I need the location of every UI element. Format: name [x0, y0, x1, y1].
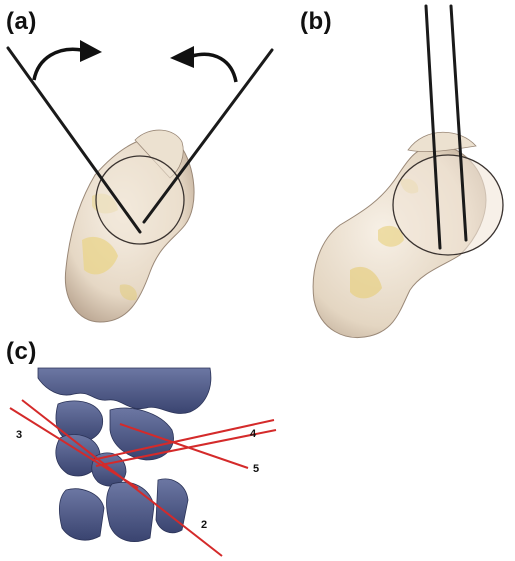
rotation-arrow-left [34, 49, 82, 80]
rotation-arrow-right [192, 54, 236, 82]
line-label-3: 3 [16, 429, 22, 441]
line-label-4: 4 [250, 428, 257, 440]
line-label-5: 5 [253, 463, 259, 475]
panel-c-illustration: 2 3 4 5 [0, 360, 290, 560]
metacarpal-base [59, 489, 104, 540]
femoral-head [393, 155, 503, 255]
line-label-2: 2 [201, 519, 207, 531]
metacarpal-base [107, 482, 155, 541]
rotation-arrow-left-head [80, 40, 102, 62]
rotation-arrow-right-head [170, 46, 194, 68]
femoral-head-cap [408, 132, 476, 151]
k-wire-left [8, 48, 140, 232]
panel-a-illustration [0, 0, 300, 340]
panel-b-illustration [300, 0, 515, 350]
